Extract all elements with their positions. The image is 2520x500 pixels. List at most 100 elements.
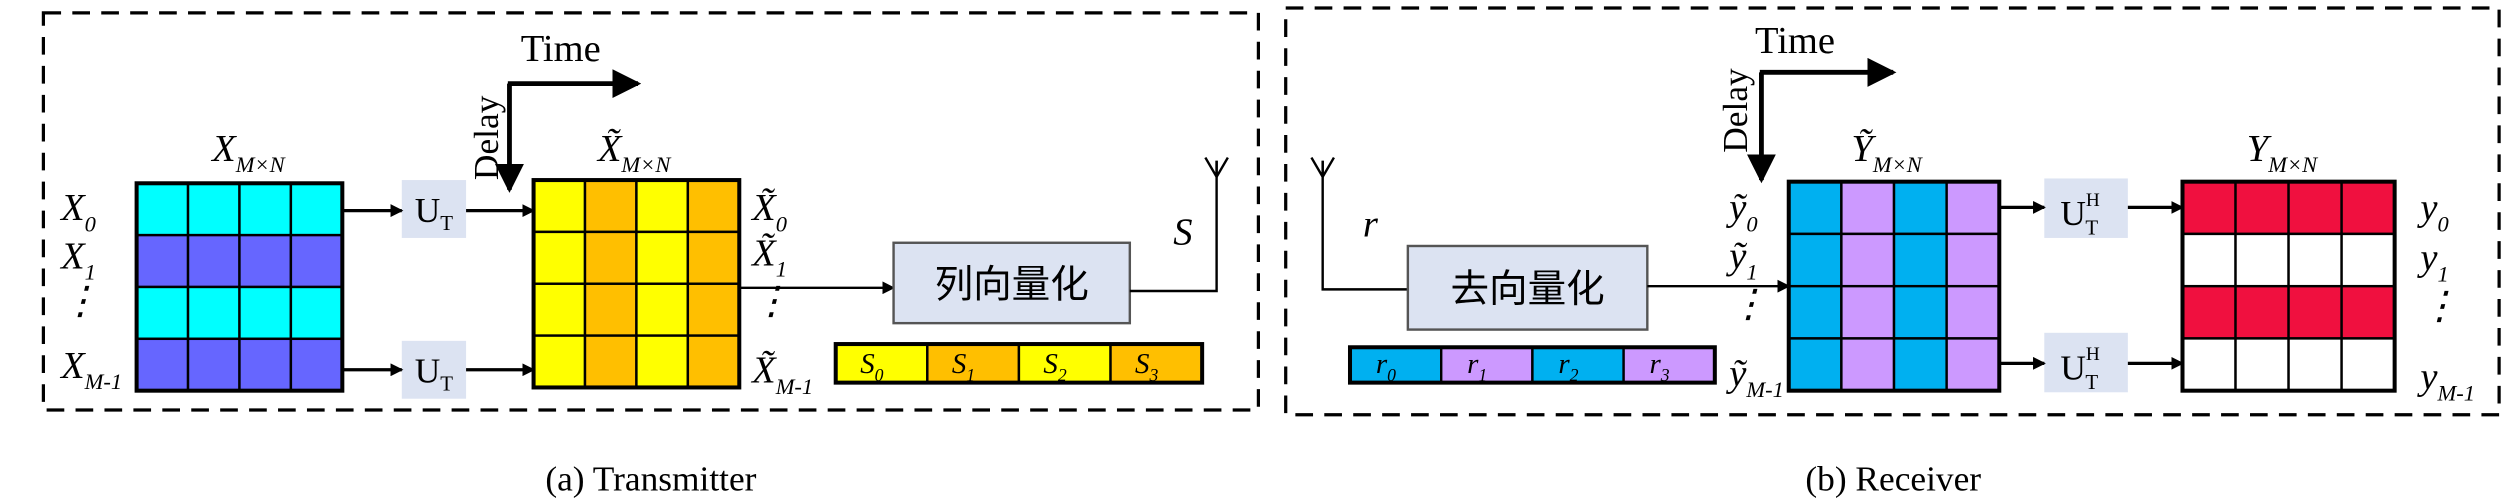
sequence-symbol-label: r2 [1558, 348, 1578, 385]
matrix-cell [186, 233, 241, 289]
matrix-cell [1892, 337, 1948, 392]
matrix-cell [532, 230, 587, 285]
matrix-cell [1840, 284, 1896, 340]
signal-s-label: S [1173, 211, 1192, 253]
received-row-label: ỹ1 [1725, 235, 1757, 284]
sequence-symbol-label: S2 [1043, 348, 1066, 385]
transmitter-dashed-border [41, 11, 1260, 412]
sequence-border [1347, 345, 1717, 385]
matrix-cell [635, 230, 690, 285]
output-row-label: y1 [2416, 237, 2448, 286]
antenna-icon [1204, 156, 1229, 180]
matrix-cell [2340, 180, 2396, 236]
output-row-label: X̃0 [750, 187, 787, 236]
matrix-cell [135, 337, 190, 392]
matrix-cell [135, 233, 190, 289]
column-vectorize-block [892, 241, 1132, 325]
input-row-label: X1 [59, 235, 96, 284]
matrix-cell [686, 282, 741, 337]
matrix-cell [686, 230, 741, 285]
svg-text:UT: UT [415, 190, 454, 235]
matrix-border [1786, 179, 2002, 393]
matrix-border [2180, 179, 2397, 393]
matrix-cell [1892, 232, 1948, 288]
matrix-cell [1787, 232, 1843, 288]
matrix-cell [1945, 284, 2001, 340]
matrix-cell [532, 282, 587, 337]
delay-label: Delay [1715, 68, 1755, 153]
antenna-feed-line [1321, 160, 1408, 291]
matrix-cell [686, 178, 741, 234]
matrix-cell [583, 178, 638, 234]
input-matrix-title: XM×N [210, 128, 286, 177]
matrix-cell [135, 285, 190, 341]
matrix-cell [2181, 232, 2237, 288]
antenna-feed-line [1129, 160, 1218, 293]
matrix-cell [635, 334, 690, 389]
delay-time-matrix [531, 178, 742, 390]
matrix-cell [238, 182, 293, 237]
matrix-cell [1840, 232, 1896, 288]
output-row-label: y0 [2416, 187, 2448, 236]
matrix-cell [2234, 337, 2290, 392]
matrix-cell [1945, 337, 2001, 392]
received-delay-time-matrix [1786, 179, 2002, 393]
matrix-cell [1787, 337, 1843, 392]
sequence-symbol-label: S3 [1135, 348, 1158, 385]
matrix-cell [186, 182, 241, 237]
ut-transform-box-bottom: UT [401, 340, 467, 399]
matrix-cell [186, 285, 241, 341]
matrix-cell [635, 178, 690, 234]
matrix-cell [686, 334, 741, 389]
matrix-cell [2340, 284, 2396, 340]
output-matrix-title: X̃M×N [596, 128, 672, 177]
received-row-label: ⋮ [1729, 284, 1768, 326]
matrix-cell [2181, 284, 2237, 340]
sequence-symbol-label: S1 [952, 348, 975, 385]
matrix-cell [583, 230, 638, 285]
devectorize-label: 去向量化 [1450, 267, 1604, 312]
matrix-cell [289, 337, 344, 392]
matrix-cell [1787, 284, 1843, 340]
matrix-border [134, 181, 345, 393]
matrix-cell [186, 337, 241, 392]
received-matrix-title: ỸM×N [1851, 128, 1923, 177]
matrix-cell [2340, 337, 2396, 392]
devectorize-block [1406, 244, 1649, 331]
sequence-symbol-label: r1 [1467, 348, 1487, 385]
input-row-label: XM-1 [59, 345, 122, 394]
matrix-cell [2181, 337, 2237, 392]
matrix-cell [635, 282, 690, 337]
received-row-label: ỹ0 [1725, 187, 1757, 236]
matrix-cell [1840, 180, 1896, 236]
matrix-cell [2234, 232, 2290, 288]
matrix-cell [1787, 180, 1843, 236]
output-row-label: ⋮ [2420, 285, 2459, 327]
receiver-caption: (b) Receiver [1805, 458, 1981, 498]
output-row-label: X̃1 [750, 232, 787, 281]
signal-r-label: r [1363, 203, 1379, 245]
column-vectorize-label: 列向量化 [935, 262, 1089, 307]
input-row-label: X0 [59, 187, 96, 236]
matrix-border [531, 178, 742, 390]
output-row-label: X̃M-1 [750, 350, 813, 399]
matrix-cell [2287, 284, 2343, 340]
matrix-cell [583, 334, 638, 389]
transmitter-caption: (a) Transmitter [545, 458, 756, 498]
delay-label: Delay [466, 95, 506, 180]
svg-text:UHT: UHT [2060, 190, 2100, 240]
matrix-cell [2234, 284, 2290, 340]
matrix-cell [2287, 232, 2343, 288]
matrix-cell [2287, 180, 2343, 236]
matrix-cell [1945, 180, 2001, 236]
matrix-cell [289, 285, 344, 341]
output-row-label: yM-1 [2416, 356, 2475, 405]
